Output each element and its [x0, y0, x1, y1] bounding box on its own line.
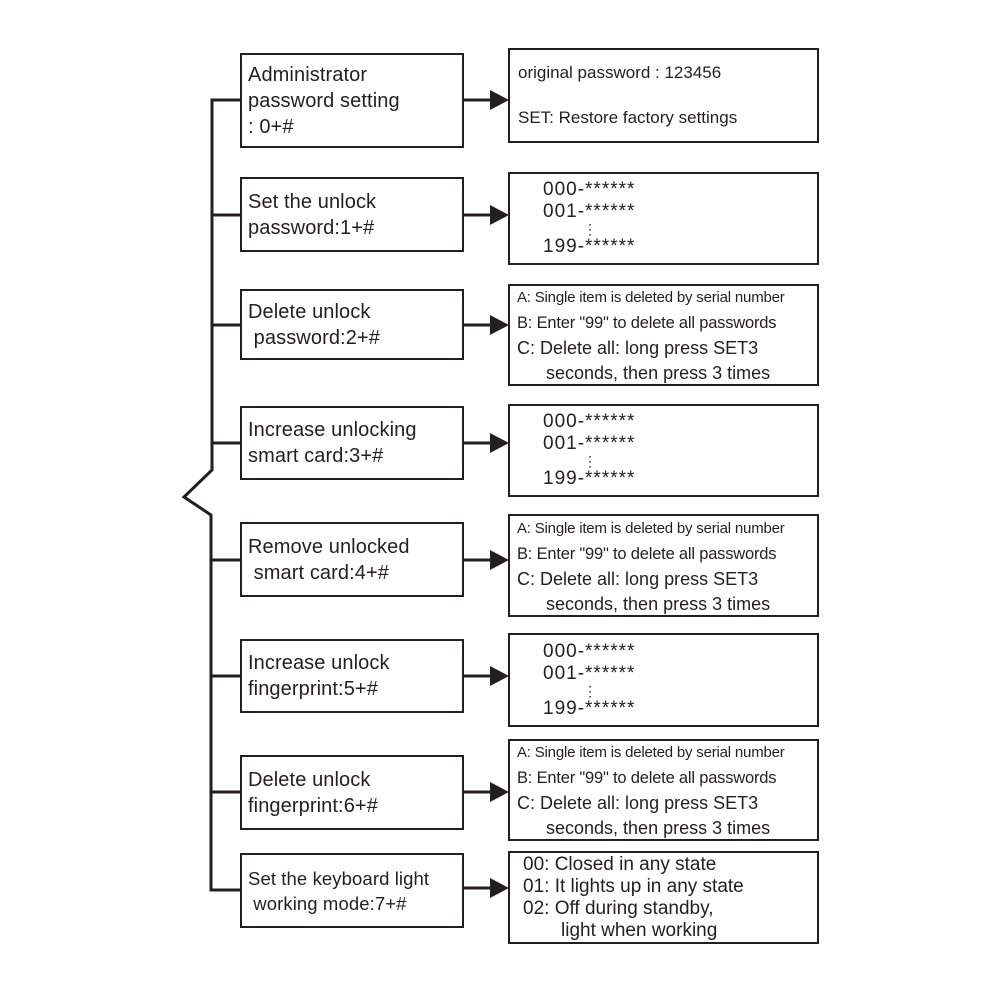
description-line: SET: Restore factory settings [518, 108, 738, 127]
menu-option-line: Increase unlocking [248, 419, 417, 441]
menu-option-box-admin-password: Administrator password setting : 0+# [240, 53, 464, 148]
arrow-icon [464, 666, 509, 686]
menu-option-line: smart card:4+# [248, 561, 390, 584]
description-line: 199-****** [543, 468, 636, 489]
arrow-icon [464, 90, 509, 110]
description-line: B: Enter "99" to delete all passwords [517, 769, 777, 787]
menu-option-line: Administrator [248, 63, 368, 86]
description-line: 00: Closed in any state [523, 853, 717, 875]
description-line: A: Single item is deleted by serial numb… [517, 744, 785, 761]
description-box-card-list: 000-****** 001-****** ⋮ 199-****** [508, 404, 819, 497]
description-box-delete-options: A: Single item is deleted by serial numb… [508, 739, 819, 841]
menu-option-line: smart card:3+# [248, 445, 384, 467]
menu-option-line: Delete unlock [248, 768, 371, 791]
menu-option-line: Delete unlock [248, 300, 371, 323]
description-line: C: Delete all: long press SET3 [517, 568, 759, 589]
vertical-ellipsis: ⋮ [583, 682, 597, 699]
arrow-icon [464, 315, 509, 335]
description-line: seconds, then press 3 times [546, 593, 771, 614]
menu-option-line: password setting [248, 89, 400, 112]
vertical-ellipsis: ⋮ [583, 221, 597, 237]
menu-option-line: fingerprint:6+# [248, 794, 378, 817]
menu-option-box-add-card: Increase unlocking smart card:3+# [240, 406, 464, 480]
description-line: C: Delete all: long press SET3 [517, 338, 759, 358]
description-line: 199-****** [543, 697, 636, 719]
description-line: A: Single item is deleted by serial numb… [517, 519, 785, 537]
description-line: original password : 123456 [518, 63, 722, 82]
description-line: 000-****** [543, 179, 636, 200]
description-box-admin-password: original password : 123456 SET: Restore … [508, 48, 819, 143]
description-box-light-modes: 00: Closed in any state 01: It lights up… [508, 851, 819, 944]
menu-option-line: password:1+# [248, 216, 375, 239]
description-line: 001-****** [543, 433, 636, 454]
menu-option-line: fingerprint:5+# [248, 678, 378, 700]
description-line: 02: Off during standby, [523, 897, 714, 919]
description-line: 001-****** [543, 201, 636, 222]
menu-option-line: Increase unlock [248, 652, 390, 674]
description-box-fingerprint-list: 000-****** 001-****** ⋮ 199-****** [508, 633, 819, 727]
vertical-ellipsis: ⋮ [583, 453, 597, 469]
description-line: B: Enter "99" to delete all passwords [517, 314, 777, 332]
description-line: A: Single item is deleted by serial numb… [517, 289, 785, 306]
menu-option-box-delete-fingerprint: Delete unlock fingerprint:6+# [240, 755, 464, 830]
menu-option-line: Set the unlock [248, 190, 377, 213]
description-line: 000-****** [543, 411, 636, 432]
menu-option-line: : 0+# [248, 115, 294, 138]
description-line: 01: It lights up in any state [523, 875, 744, 897]
description-line: C: Delete all: long press SET3 [517, 793, 759, 813]
arrow-icon [464, 205, 509, 225]
description-line: 199-****** [543, 236, 636, 257]
description-line: light when working [561, 919, 718, 941]
menu-option-line: Remove unlocked [248, 535, 410, 558]
arrow-icon [464, 878, 509, 898]
description-line: 001-****** [543, 662, 636, 684]
arrow-icon [464, 433, 509, 453]
description-line: 000-****** [543, 640, 636, 662]
menu-option-box-keyboard-light: Set the keyboard light working mode:7+# [240, 853, 464, 928]
description-box-delete-options: A: Single item is deleted by serial numb… [508, 514, 819, 617]
menu-option-line: working mode:7+# [248, 892, 407, 914]
description-line: seconds, then press 3 times [546, 818, 771, 838]
menu-option-box-set-password: Set the unlock password:1+# [240, 177, 464, 252]
arrow-icon [464, 550, 509, 570]
description-box-delete-options: A: Single item is deleted by serial numb… [508, 284, 819, 386]
menu-option-box-remove-card: Remove unlocked smart card:4+# [240, 522, 464, 597]
tree-branches [212, 213, 240, 794]
description-line: seconds, then press 3 times [546, 363, 771, 383]
arrow-icon [464, 782, 509, 802]
tree-connector [181, 98, 240, 892]
menu-option-box-delete-password: Delete unlock password:2+# [240, 289, 464, 360]
menu-option-box-add-fingerprint: Increase unlock fingerprint:5+# [240, 639, 464, 713]
menu-option-line: password:2+# [248, 326, 380, 349]
description-box-password-list: 000-****** 001-****** ⋮ 199-****** [508, 172, 819, 265]
description-line: B: Enter "99" to delete all passwords [517, 544, 777, 563]
menu-option-line: Set the keyboard light [248, 867, 430, 889]
